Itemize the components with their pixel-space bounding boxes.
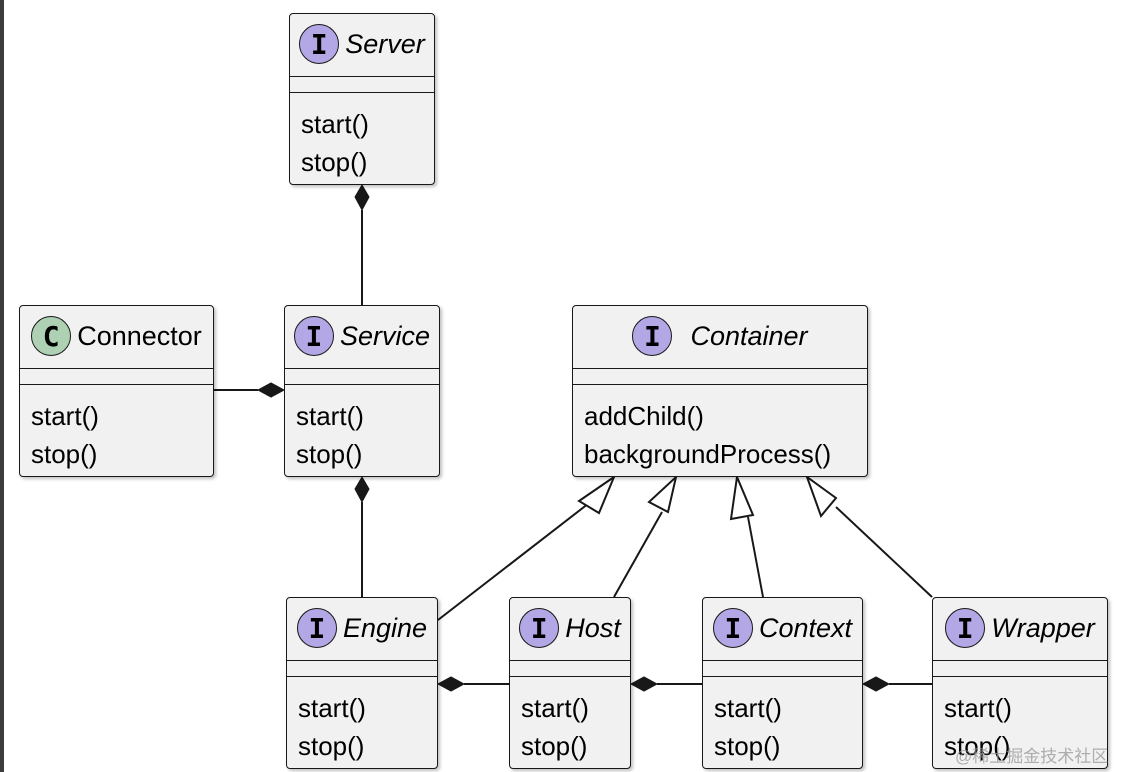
class-service-header: I Service <box>285 306 439 366</box>
method: addChild() <box>584 401 704 431</box>
interface-stereotype-icon: I <box>293 316 334 356</box>
class-wrapper-methods: start() stop() <box>944 689 1012 765</box>
class-service-methods: start() stop() <box>296 397 364 473</box>
divider <box>285 368 439 369</box>
class-container-name: Container <box>690 320 808 351</box>
class-wrapper[interactable]: I Wrapper start() stop() <box>932 597 1108 769</box>
divider <box>290 76 434 77</box>
host-container-generalization <box>613 511 663 598</box>
interface-stereotype-icon: I <box>299 24 340 64</box>
class-host[interactable]: I Host start() stop() <box>509 597 631 769</box>
window-left-edge <box>0 0 4 772</box>
divider <box>290 92 434 93</box>
divider <box>510 676 630 677</box>
class-server-methods: start() stop() <box>301 105 369 181</box>
class-connector-header: C Connector <box>20 306 213 366</box>
method: stop() <box>296 439 363 469</box>
class-connector-methods: start() stop() <box>31 397 99 473</box>
divider <box>20 384 213 385</box>
engine-composition-diamond <box>436 676 466 692</box>
method: stop() <box>31 439 98 469</box>
class-service[interactable]: I Service start() stop() <box>284 305 440 477</box>
divider <box>285 384 439 385</box>
divider <box>287 660 437 661</box>
class-host-methods: start() stop() <box>521 689 589 765</box>
method: start() <box>298 693 366 723</box>
class-server[interactable]: I Server start() stop() <box>289 13 435 185</box>
service-left-composition-diamond <box>256 382 286 398</box>
class-stereotype-icon: C <box>31 316 72 356</box>
interface-stereotype-icon: I <box>296 608 337 648</box>
method: stop() <box>298 731 365 761</box>
divider <box>20 368 213 369</box>
context-container-generalization <box>747 516 764 598</box>
class-context[interactable]: I Context start() stop() <box>702 597 863 769</box>
interface-stereotype-icon: I <box>519 608 560 648</box>
divider <box>933 660 1107 661</box>
context-composition-diamond <box>861 676 891 692</box>
method: stop() <box>521 731 588 761</box>
divider <box>703 676 862 677</box>
method: start() <box>301 109 369 139</box>
class-container-methods: addChild() backgroundProcess() <box>584 397 831 473</box>
class-context-header: I Context <box>703 598 862 658</box>
method: start() <box>714 693 782 723</box>
class-host-name: Host <box>565 612 621 643</box>
divider <box>573 368 867 369</box>
engine-inheritance-arrow <box>577 474 617 515</box>
class-wrapper-name: Wrapper <box>991 612 1095 643</box>
class-connector[interactable]: C Connector start() stop() <box>19 305 214 477</box>
divider <box>573 384 867 385</box>
method: stop() <box>944 731 1011 761</box>
class-context-name: Context <box>758 612 853 643</box>
service-bottom-composition-diamond <box>354 476 370 504</box>
server-composition-diamond <box>354 184 370 212</box>
class-engine[interactable]: I Engine start() stop() <box>286 597 438 769</box>
wrapper-container-generalization <box>835 506 933 598</box>
class-engine-name: Engine <box>342 612 428 643</box>
divider <box>703 660 862 661</box>
host-composition-diamond <box>629 676 659 692</box>
class-container-header: I Container <box>573 306 867 366</box>
divider <box>933 676 1107 677</box>
engine-container-generalization <box>437 499 594 621</box>
context-inheritance-arrow <box>729 473 755 521</box>
class-engine-methods: start() stop() <box>298 689 366 765</box>
method: start() <box>944 693 1012 723</box>
class-container[interactable]: I Container addChild() backgroundProcess… <box>572 305 868 477</box>
wrapper-inheritance-arrow <box>804 474 838 518</box>
class-engine-header: I Engine <box>287 598 437 658</box>
interface-stereotype-icon: I <box>632 316 673 356</box>
class-server-header: I Server <box>290 14 434 74</box>
host-inheritance-arrow <box>647 474 678 514</box>
class-service-name: Service <box>339 320 431 351</box>
class-context-methods: start() stop() <box>714 689 782 765</box>
interface-stereotype-icon: I <box>945 608 986 648</box>
class-host-header: I Host <box>510 598 630 658</box>
method: stop() <box>714 731 781 761</box>
method: start() <box>521 693 589 723</box>
class-connector-name: Connector <box>77 320 202 351</box>
divider <box>510 660 630 661</box>
method: start() <box>31 401 99 431</box>
method: backgroundProcess() <box>584 439 832 469</box>
method: start() <box>296 401 364 431</box>
divider <box>287 676 437 677</box>
interface-stereotype-icon: I <box>712 608 753 648</box>
watermark: @稀土掘金技术社区 <box>955 747 1109 766</box>
method: stop() <box>301 147 368 177</box>
class-server-name: Server <box>345 28 425 59</box>
class-wrapper-header: I Wrapper <box>933 598 1107 658</box>
